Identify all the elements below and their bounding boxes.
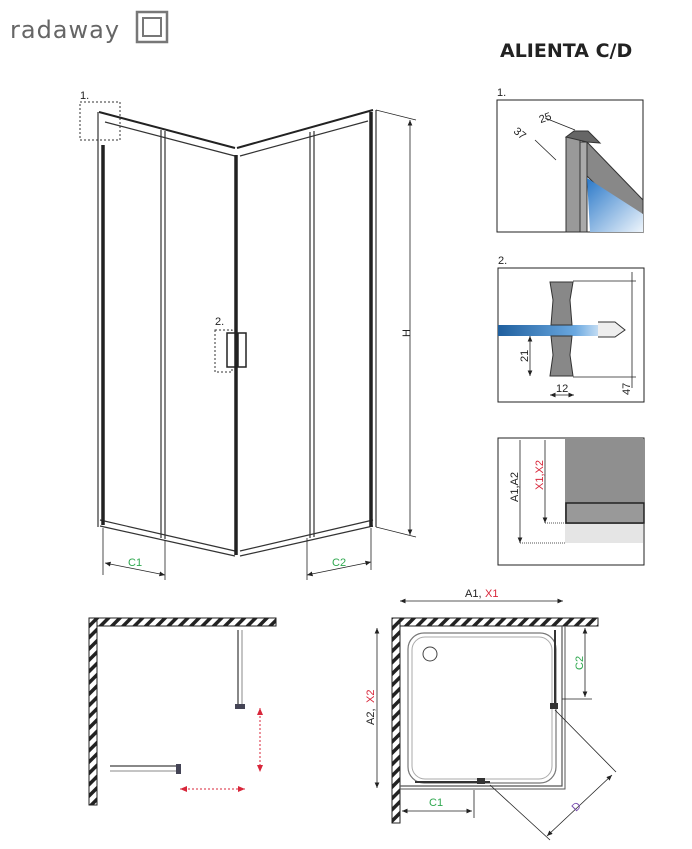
x2-label: X2 xyxy=(365,690,377,703)
detail-2-handle: 2. 47 21 12 xyxy=(497,255,645,403)
dim-47: 47 xyxy=(621,383,633,395)
x1-x2-label: X1,X2 xyxy=(534,460,546,490)
d-label: D xyxy=(570,800,584,814)
detail-1-label: 1. xyxy=(497,87,506,99)
detail-1-profile: 1. 25 37 xyxy=(496,87,644,234)
dim-12: 12 xyxy=(556,383,568,395)
installation-plan xyxy=(88,617,277,806)
a2-label: A2, xyxy=(365,708,377,725)
dim-25: 25 xyxy=(538,111,554,126)
height-label: H xyxy=(401,329,413,337)
radaway-logo: radaway xyxy=(10,10,169,44)
dim-21: 21 xyxy=(519,350,531,362)
detail-1-marker xyxy=(79,101,121,141)
callout-2: 2. xyxy=(215,316,224,328)
callout-1: 1. xyxy=(80,90,89,102)
drain-icon xyxy=(422,646,438,662)
a1-a2-label: A1,A2 xyxy=(509,472,521,502)
enclosure-front-view: 1. 2. H C1 xyxy=(79,90,417,580)
c1-label: C1 xyxy=(128,557,142,569)
c2-label: C2 xyxy=(332,557,346,569)
a1-label: A1, xyxy=(465,588,482,600)
pipe-cap-icon xyxy=(235,704,245,709)
handle xyxy=(226,332,236,368)
c2-plan-label: C2 xyxy=(574,656,586,670)
detail-2-label: 2. xyxy=(498,255,507,267)
detail-3-tray-edge: A1,A2 X1,X2 xyxy=(497,437,645,566)
c1-plan-label: C1 xyxy=(429,797,443,809)
product-title: ALIENTA C/D xyxy=(500,40,632,62)
dimension-plan: A1, X1 A2, X2 C2 C1 D xyxy=(365,588,617,841)
x1-label: X1 xyxy=(485,588,498,600)
logo-text: radaway xyxy=(10,16,120,44)
